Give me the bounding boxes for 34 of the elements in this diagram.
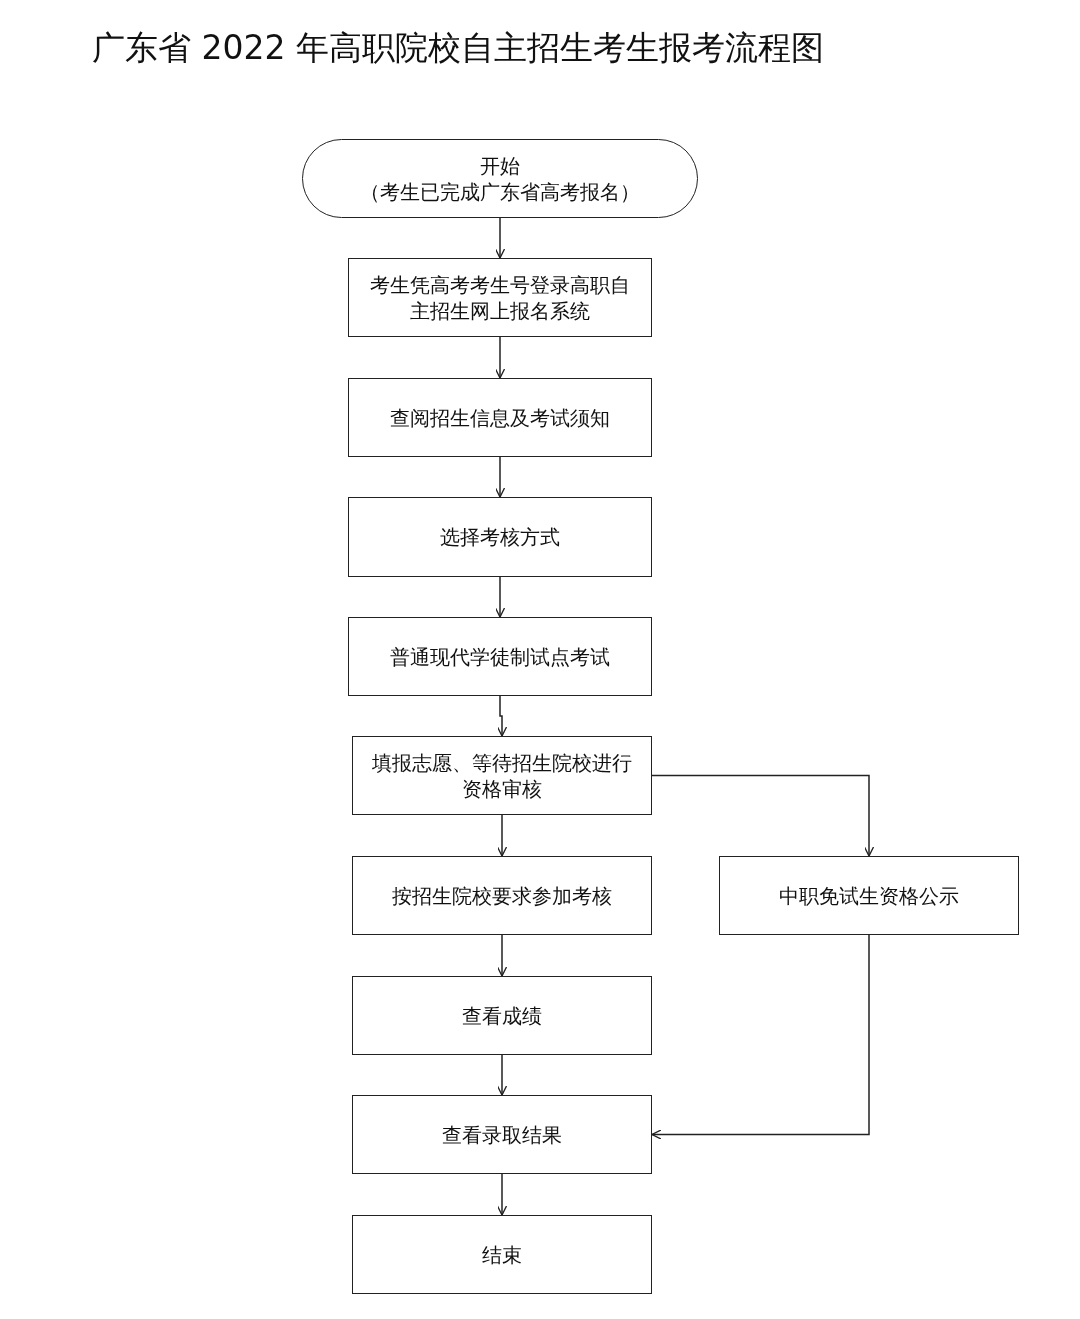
node-label: 结束 bbox=[482, 1241, 522, 1268]
process-box bbox=[352, 856, 652, 935]
arrow bbox=[494, 336, 506, 379]
process-box bbox=[348, 378, 652, 457]
arrow bbox=[494, 576, 506, 618]
process-box bbox=[352, 976, 652, 1055]
process-box bbox=[352, 736, 652, 815]
node-label: 开始 bbox=[480, 152, 520, 179]
arrow bbox=[496, 1054, 508, 1096]
arrow bbox=[496, 1173, 508, 1216]
diagram-title: 广东省 2022 年高职院校自主招生考生报考流程图 bbox=[92, 27, 824, 69]
arrow bbox=[651, 934, 870, 1140]
node-label: 填报志愿、等待招生院校进行资格审核 bbox=[371, 749, 633, 802]
process-box bbox=[352, 1215, 652, 1294]
node-note: （考生已完成广东省高考报名） bbox=[360, 178, 640, 205]
node-label: 普通现代学徒制试点考试 bbox=[390, 643, 610, 670]
node-label: 查看录取结果 bbox=[442, 1121, 562, 1148]
node-label: 考生凭高考考生号登录高职自主招生网上报名系统 bbox=[369, 271, 631, 324]
node-label: 按招生院校要求参加考核 bbox=[392, 882, 612, 909]
node-label: 查阅招生信息及考试须知 bbox=[390, 404, 610, 431]
process-box bbox=[348, 258, 652, 337]
node-label: 查看成绩 bbox=[462, 1002, 542, 1029]
node-label: 选择考核方式 bbox=[440, 524, 560, 550]
process-box bbox=[719, 856, 1019, 935]
process-box bbox=[352, 1095, 652, 1174]
arrow bbox=[651, 774, 875, 857]
arrow bbox=[496, 695, 508, 737]
process-box bbox=[348, 617, 652, 696]
arrow bbox=[496, 814, 508, 857]
arrow bbox=[496, 934, 508, 977]
process-box bbox=[348, 497, 652, 577]
arrow bbox=[494, 217, 506, 259]
arrow bbox=[494, 456, 506, 498]
node-label: 中职免试生资格公示 bbox=[779, 882, 959, 909]
